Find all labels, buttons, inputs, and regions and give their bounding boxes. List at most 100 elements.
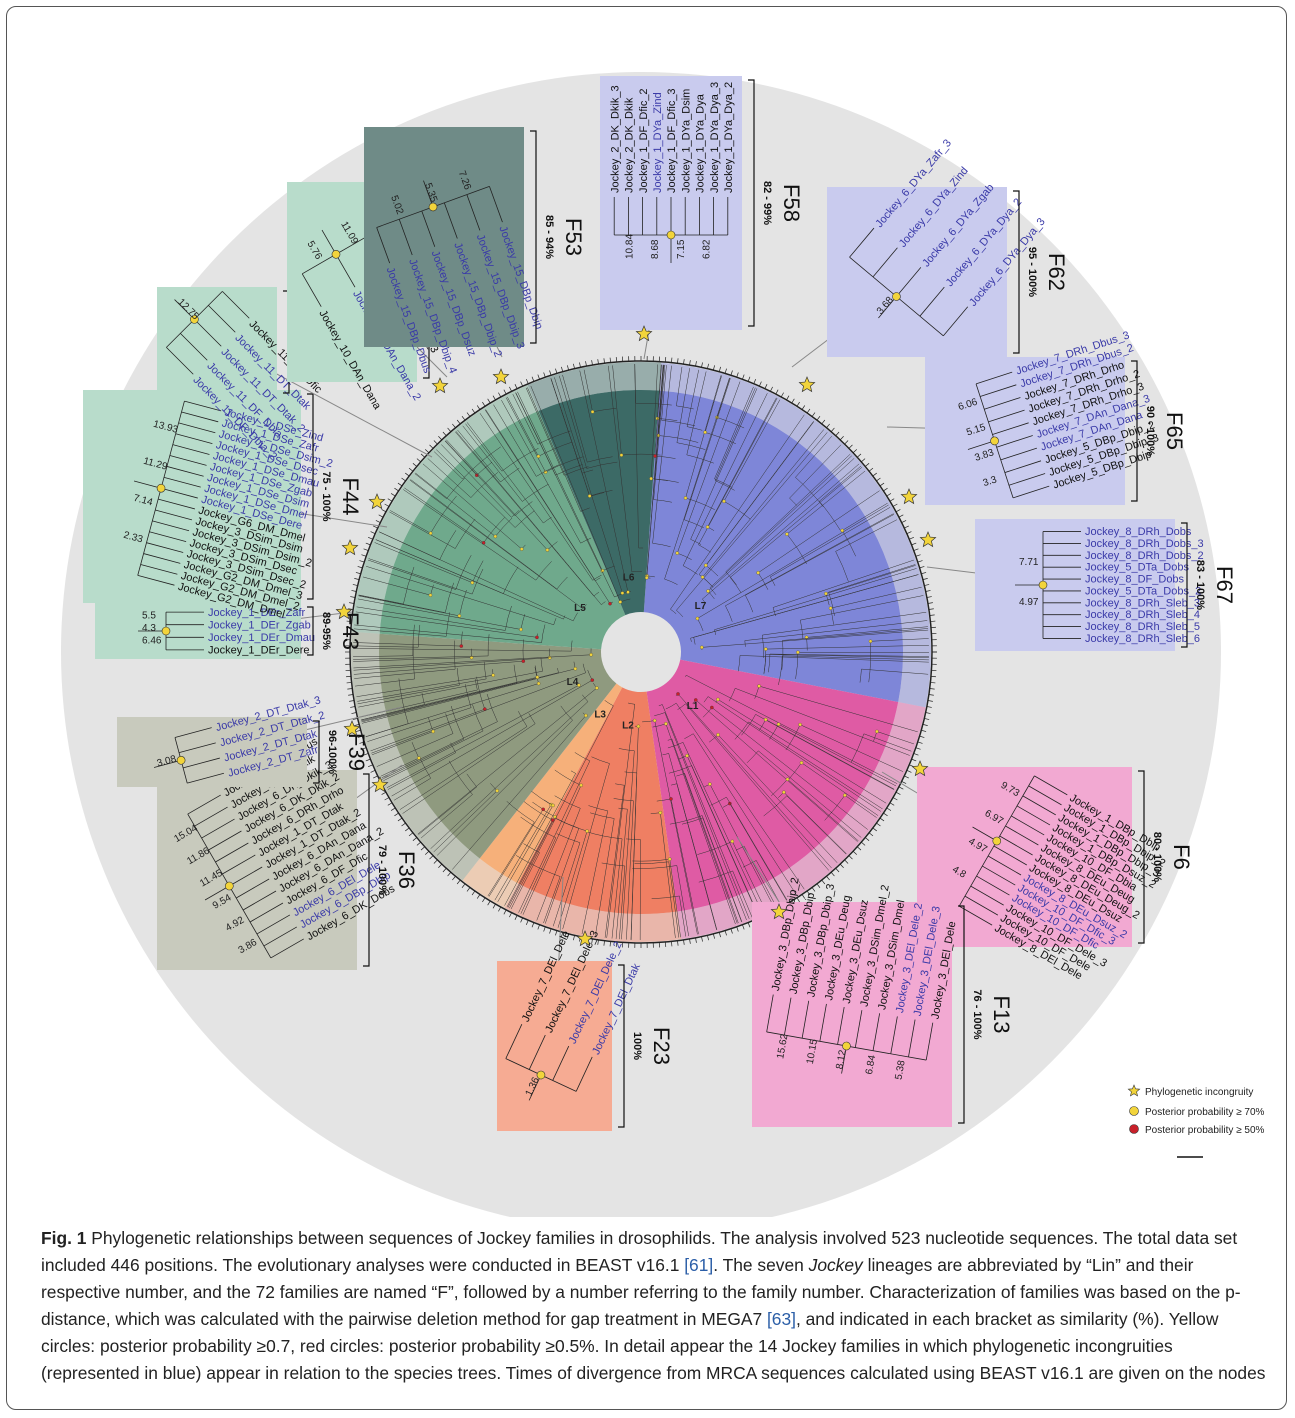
support-dot: [799, 761, 804, 765]
tree-branch: [707, 458, 855, 592]
ring-tick: [701, 362, 703, 368]
tree-arc: [553, 618, 557, 625]
family-similarity: 79 - 100%: [376, 845, 388, 895]
tree-arc: [737, 655, 741, 672]
leaf-branch: [996, 435, 1033, 448]
ring-tick: [352, 584, 358, 586]
tree-arc: [632, 865, 677, 869]
tree-arc: [439, 530, 457, 560]
incongruity-star-icon: [635, 325, 653, 342]
ring-tick: [904, 525, 909, 529]
tree-branch: [445, 440, 516, 516]
caption-ref-61[interactable]: [61]: [684, 1255, 714, 1275]
tree-arc: [778, 655, 783, 686]
family-bracket: 95 - 100%F62: [1013, 190, 1069, 354]
tree-arc: [580, 507, 590, 512]
family-id: F39: [344, 733, 369, 771]
ring-tick: [930, 682, 936, 684]
legend-dot-icon: [1129, 1106, 1139, 1116]
tree-arc: [828, 592, 835, 616]
ring-tick: [886, 493, 892, 497]
tree-branch: [758, 750, 862, 838]
support-dot: [757, 684, 761, 688]
lineage-sector-rim: [462, 858, 518, 909]
tree-branch: [842, 502, 888, 531]
support-dot: [644, 576, 649, 580]
tree-arc: [667, 738, 672, 741]
support-dot: [703, 430, 707, 435]
support-dot: [705, 525, 710, 529]
leaf-branch: [175, 433, 213, 444]
ring-tick: [835, 431, 840, 436]
ring-tick: [367, 764, 373, 768]
ring-tick: [365, 542, 371, 546]
leaf-branch: [169, 455, 207, 466]
leaf-branch: [980, 384, 1017, 397]
bracket-line: [363, 773, 370, 967]
ring-tick: [408, 832, 414, 837]
tree-branch: [691, 765, 759, 916]
sequence-label: Jockey_2_DK_Dkik: [624, 97, 636, 193]
ring-tick: [753, 378, 757, 384]
tree-arc: [582, 604, 587, 609]
incongruity-star-icon: [371, 776, 389, 793]
tree-arc: [618, 807, 628, 810]
ring-tick: [456, 879, 461, 885]
support-dot: [579, 783, 583, 788]
root-branch: [423, 180, 434, 208]
tree-arc: [715, 480, 735, 491]
ring-tick: [925, 590, 931, 592]
leaf-branch: [163, 476, 201, 488]
tree-arc: [690, 638, 692, 642]
tree-arc: [670, 609, 677, 614]
ring-tick: [452, 875, 456, 881]
tree-arc: [587, 456, 613, 463]
tree-arc: [500, 467, 520, 483]
family-similarity: 90 - 100%: [1144, 406, 1156, 456]
sequence-label: Jockey_8_DRh_Sleb_5: [1085, 621, 1200, 633]
leaf-branch: [489, 186, 503, 223]
ring-tick: [861, 458, 866, 463]
tree-branch: [611, 838, 623, 939]
tree-arc: [586, 461, 618, 469]
tree-branch: [698, 398, 778, 545]
tree-arc: [454, 640, 456, 670]
leaf-branch: [988, 409, 1025, 423]
leaf-branch: [925, 1022, 934, 1061]
caption-ref-63[interactable]: [63]: [766, 1309, 796, 1329]
ring-tick: [487, 398, 491, 404]
leaf-branch: [1005, 825, 1039, 846]
tree-arc: [686, 454, 714, 464]
tree-branch: [354, 624, 542, 643]
tree-arc: [591, 756, 610, 764]
tree-branch: [661, 365, 667, 421]
tree-branch: [358, 594, 404, 605]
ring-tick: [830, 427, 835, 432]
support-dot: [798, 722, 802, 727]
tree-arc: [770, 576, 776, 586]
node-age-label: 7.14: [132, 493, 154, 509]
family-bracket: 76 - 100%F13: [958, 905, 1014, 1124]
family-box: [752, 902, 952, 1127]
tree-branch: [353, 660, 524, 675]
ring-tick: [597, 359, 599, 365]
support-dot: [595, 686, 599, 690]
ring-tick: [367, 536, 373, 540]
root-branch: [528, 1074, 542, 1101]
ring-tick: [892, 503, 898, 507]
tree-arc: [421, 693, 425, 705]
leaf-branch: [443, 202, 458, 239]
ring-tick: [730, 370, 733, 376]
tree-arc: [669, 815, 703, 825]
tree-branch: [707, 696, 881, 812]
node-age-label: 10.84: [625, 234, 636, 259]
ring-tick: [397, 817, 403, 822]
tree-branch: [354, 678, 415, 687]
ring-tick: [357, 735, 363, 738]
tree-branch: [735, 688, 910, 756]
tree-branch: [414, 473, 447, 499]
tree-arc: [472, 704, 484, 732]
tree-arc: [684, 519, 704, 529]
leaf-branch: [784, 997, 792, 1036]
ring-tick: [520, 917, 523, 923]
